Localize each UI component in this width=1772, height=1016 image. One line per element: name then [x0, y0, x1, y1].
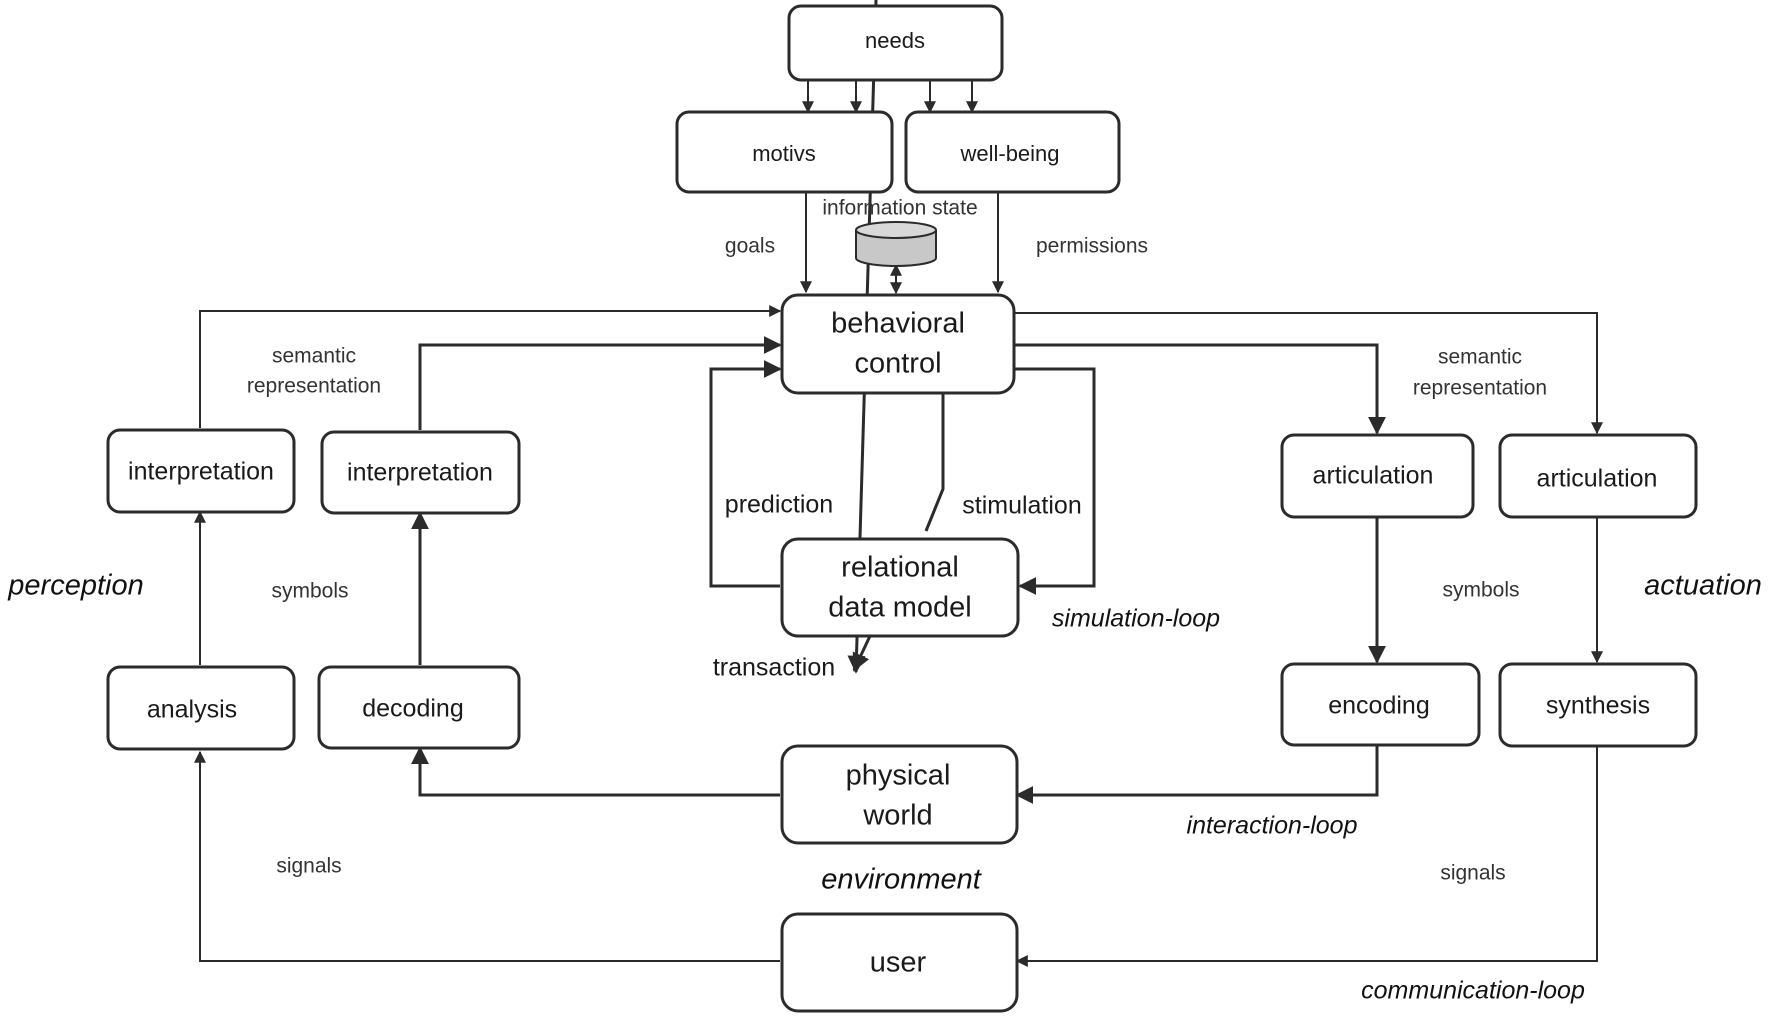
node-analysis[interactable]: analysis — [106, 665, 296, 751]
connections — [194, 0, 1603, 967]
decoding-label: decoding — [362, 695, 463, 723]
interaction-loop-label: interaction-loop — [1187, 812, 1358, 840]
behavioral-control-label-line1: behavioral — [831, 308, 965, 340]
edge-synthesis-user — [1015, 746, 1598, 967]
articulation-right-label: articulation — [1537, 465, 1658, 493]
goals-label: goals — [725, 235, 775, 258]
stimulation-label: stimulation — [962, 492, 1082, 520]
edge-user-analysis — [194, 750, 780, 962]
symbols-right-label: symbols — [1442, 579, 1519, 602]
edge-labels: information state goals permissions sema… — [247, 197, 1547, 885]
motivs-label: motivs — [752, 141, 816, 166]
edge-interpretation-left-behavioral — [199, 305, 782, 428]
edge-behavioral-articulation-right — [1014, 312, 1603, 435]
simulation-loop-label: simulation-loop — [1052, 605, 1220, 633]
interpretation-right-label: interpretation — [347, 459, 493, 487]
node-encoding[interactable]: encoding — [1280, 662, 1481, 747]
edge-transaction — [924, 393, 945, 532]
database-cylinder-icon — [855, 221, 937, 267]
behavioral-control-label-line2: control — [854, 348, 941, 380]
node-synthesis[interactable]: synthesis — [1498, 662, 1698, 748]
node-needs[interactable]: needs — [787, 4, 1004, 82]
relational-data-model-label-line2: data model — [828, 592, 972, 624]
signals-left-label: signals — [276, 855, 341, 878]
prediction-label: prediction — [725, 491, 833, 519]
section-labels: perception actuation simulation-loop int… — [7, 570, 1762, 1005]
node-decoding[interactable]: decoding — [317, 665, 521, 750]
encoding-label: encoding — [1328, 692, 1429, 720]
semantic-representation-right-line2: representation — [1413, 377, 1547, 400]
physical-world-label-line1: physical — [846, 760, 951, 792]
edge-physical-world-decoding — [411, 746, 780, 797]
needs-label: needs — [865, 28, 925, 53]
perception-label: perception — [7, 570, 143, 602]
edge-transaction-out — [852, 635, 872, 672]
semantic-representation-left-line1: semantic — [272, 345, 356, 368]
interpretation-left-label: interpretation — [128, 458, 274, 486]
analysis-label: analysis — [147, 696, 237, 724]
permissions-label: permissions — [1036, 235, 1148, 258]
edge-stimulation — [1014, 367, 1096, 595]
node-user[interactable]: user — [780, 912, 1019, 1013]
signals-right-label: signals — [1440, 862, 1505, 885]
edge-behavioral-articulation-left — [1014, 343, 1386, 435]
communication-loop-label: communication-loop — [1361, 977, 1585, 1005]
synthesis-label: synthesis — [1546, 692, 1650, 720]
semantic-representation-right-line1: semantic — [1438, 346, 1522, 369]
node-interpretation-right[interactable]: interpretation — [320, 430, 521, 515]
node-motivs[interactable]: motivs — [675, 110, 894, 194]
node-well-being[interactable]: well-being — [904, 110, 1121, 194]
node-articulation-right[interactable]: articulation — [1498, 433, 1698, 519]
user-label: user — [870, 947, 927, 979]
relational-data-model-label-line1: relational — [841, 552, 959, 584]
physical-world-label-line2: world — [862, 800, 932, 832]
edge-interpretation-right-behavioral — [418, 336, 782, 430]
well-being-label: well-being — [959, 141, 1059, 166]
transaction-label: transaction — [713, 654, 835, 682]
node-behavioral-control[interactable]: behavioral control — [780, 293, 1016, 395]
semantic-representation-left-line2: representation — [247, 375, 381, 398]
articulation-left-label: articulation — [1313, 462, 1434, 490]
actuation-label: actuation — [1644, 570, 1762, 602]
symbols-left-label: symbols — [271, 580, 348, 603]
node-relational-data-model[interactable]: relational data model — [780, 537, 1020, 638]
edge-encoding-physical-world — [1015, 745, 1379, 804]
node-interpretation-left[interactable]: interpretation — [106, 428, 296, 514]
information-state-label: information state — [822, 197, 977, 220]
environment-label: environment — [821, 864, 983, 896]
node-physical-world[interactable]: physical world — [780, 744, 1019, 845]
edge-prediction — [709, 360, 782, 588]
node-articulation-left[interactable]: articulation — [1280, 433, 1475, 519]
